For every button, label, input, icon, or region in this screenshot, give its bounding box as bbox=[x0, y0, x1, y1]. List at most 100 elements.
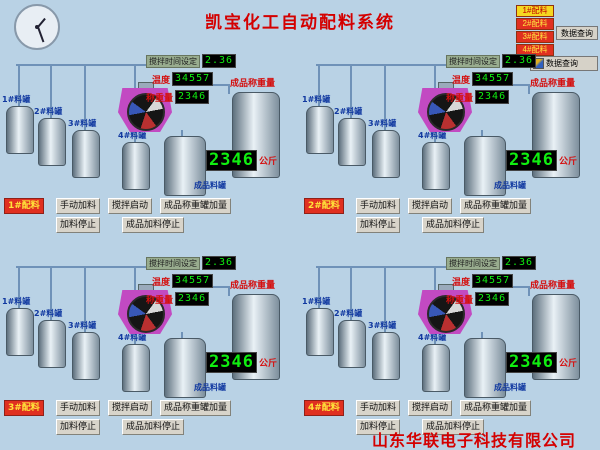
station-select-button[interactable]: 4#配料 bbox=[304, 400, 344, 416]
weight-value: 2346 bbox=[475, 90, 510, 104]
unit-label: 公斤 bbox=[558, 157, 577, 167]
nav-station-3-button[interactable]: 3#配料 bbox=[516, 31, 554, 43]
product-feed-stop-button[interactable]: 成品加料停止 bbox=[422, 217, 485, 233]
pipe bbox=[528, 84, 530, 94]
feed-tank-2 bbox=[338, 118, 366, 166]
weight-label: 称重量 bbox=[446, 93, 474, 104]
product-tank-add-button[interactable]: 成品称重罐加量 bbox=[160, 400, 232, 416]
pipe bbox=[84, 64, 86, 130]
temperature-label: 温度 bbox=[152, 277, 171, 288]
manual-feed-button[interactable]: 手动加料 bbox=[356, 198, 401, 214]
feed-tank-1 bbox=[306, 106, 334, 154]
mix-time-label: 搅拌时间设定 bbox=[146, 54, 200, 68]
pipe bbox=[16, 266, 150, 268]
product-tank-add-button[interactable]: 成品称重罐加量 bbox=[160, 198, 232, 214]
pipe bbox=[318, 64, 320, 106]
feed-stop-button[interactable]: 加料停止 bbox=[56, 217, 101, 233]
tank-label: 2#料罐 bbox=[34, 107, 63, 116]
product-weight-value: 2346 bbox=[206, 150, 257, 171]
feed-tank-4 bbox=[422, 142, 450, 190]
pipe bbox=[318, 266, 320, 308]
pipe bbox=[350, 64, 352, 118]
pipe bbox=[528, 286, 530, 296]
manual-feed-button[interactable]: 手动加料 bbox=[56, 400, 101, 416]
mix-time-display: 搅拌时间设定 2.36 bbox=[146, 54, 237, 68]
manual-feed-button[interactable]: 手动加料 bbox=[356, 400, 401, 416]
feed-tank-4 bbox=[422, 344, 450, 392]
product-tank-add-button[interactable]: 成品称重罐加量 bbox=[460, 198, 532, 214]
weight-display: 称重量 2346 bbox=[446, 90, 510, 104]
nav-station-2-button[interactable]: 2#配料 bbox=[516, 18, 554, 30]
data-query-icon-button[interactable]: 数据查询 bbox=[530, 56, 598, 71]
mixer-fan-icon bbox=[127, 295, 165, 333]
tank-label: 2#料罐 bbox=[34, 309, 63, 318]
manual-feed-button[interactable]: 手动加料 bbox=[56, 198, 101, 214]
tank-label: 成品料罐 bbox=[194, 383, 226, 392]
station-1-panel: 1#料罐 2#料罐 3#料罐 4#料罐 成品料罐 搅拌时间设定 2.36 温度 … bbox=[0, 30, 300, 233]
product-weight-display: 2346 公斤 bbox=[206, 150, 277, 171]
station-select-button[interactable]: 2#配料 bbox=[304, 198, 344, 214]
pipe bbox=[181, 332, 183, 340]
weight-display: 称重量 2346 bbox=[446, 292, 510, 306]
clock-center bbox=[35, 25, 39, 29]
mixer-fan-icon bbox=[427, 93, 465, 131]
mix-time-value: 2.36 bbox=[202, 256, 237, 270]
tank-label: 4#料罐 bbox=[418, 131, 447, 140]
weight-display: 称重量 2346 bbox=[146, 90, 210, 104]
station-select-button[interactable]: 3#配料 bbox=[4, 400, 44, 416]
tank-label: 1#料罐 bbox=[302, 95, 331, 104]
weigh-tank bbox=[164, 338, 206, 398]
pipe bbox=[84, 266, 86, 332]
clock-icon bbox=[14, 4, 60, 50]
product-weight-label: 成品称重量 bbox=[530, 79, 576, 89]
company-name: 山东华联电子科技有限公司 bbox=[372, 431, 577, 450]
product-feed-stop-button[interactable]: 成品加料停止 bbox=[422, 419, 485, 435]
temperature-label: 温度 bbox=[152, 75, 171, 86]
feed-stop-button[interactable]: 加料停止 bbox=[356, 419, 401, 435]
tank-label: 成品料罐 bbox=[494, 181, 526, 190]
pipe bbox=[50, 64, 52, 118]
mixer-start-button[interactable]: 搅拌启动 bbox=[108, 400, 153, 416]
mix-time-display: 搅拌时间设定 2.36 bbox=[446, 54, 537, 68]
product-tank-add-button[interactable]: 成品称重罐加量 bbox=[460, 400, 532, 416]
mixer-start-button[interactable]: 搅拌启动 bbox=[108, 198, 153, 214]
product-weight-value: 2346 bbox=[506, 150, 557, 171]
pipe bbox=[384, 64, 386, 130]
tank-label: 成品料罐 bbox=[194, 181, 226, 190]
pipe bbox=[50, 266, 52, 320]
mixer bbox=[118, 284, 172, 334]
feed-stop-button[interactable]: 加料停止 bbox=[356, 217, 401, 233]
product-weight-display: 2346 公斤 bbox=[506, 150, 577, 171]
weight-label: 称重量 bbox=[446, 295, 474, 306]
station-3-panel: 1#料罐 2#料罐 3#料罐 4#料罐 成品料罐 搅拌时间设定 2.36 温度 … bbox=[0, 232, 300, 435]
product-weight-display: 2346 公斤 bbox=[206, 352, 277, 373]
station-4-panel: 1#料罐 2#料罐 3#料罐 4#料罐 成品料罐 搅拌时间设定 2.36 温度 … bbox=[300, 232, 600, 435]
station-select-button[interactable]: 1#配料 bbox=[4, 198, 44, 214]
mixer-start-button[interactable]: 搅拌启动 bbox=[408, 198, 453, 214]
mixer-start-button[interactable]: 搅拌启动 bbox=[408, 400, 453, 416]
pipe bbox=[316, 266, 450, 268]
mixer-fan-icon bbox=[127, 93, 165, 131]
product-feed-stop-button[interactable]: 成品加料停止 bbox=[122, 217, 185, 233]
data-query-button[interactable]: 数据查询 bbox=[556, 26, 598, 40]
feed-tank-3 bbox=[72, 130, 100, 178]
temperature-value: 34557 bbox=[472, 274, 514, 288]
data-query-label: 数据查询 bbox=[546, 59, 578, 68]
feed-tank-2 bbox=[38, 118, 66, 166]
product-feed-stop-button[interactable]: 成品加料停止 bbox=[122, 419, 185, 435]
tank-label: 1#料罐 bbox=[2, 297, 31, 306]
weigh-tank bbox=[464, 136, 506, 196]
pipe bbox=[481, 332, 483, 340]
unit-label: 公斤 bbox=[258, 359, 277, 369]
tank-label: 2#料罐 bbox=[334, 309, 363, 318]
weight-display: 称重量 2346 bbox=[146, 292, 210, 306]
page-title: 凯宝化工自动配料系统 bbox=[205, 13, 395, 33]
feed-stop-button[interactable]: 加料停止 bbox=[56, 419, 101, 435]
feed-tank-2 bbox=[38, 320, 66, 368]
weigh-tank bbox=[464, 338, 506, 398]
weight-value: 2346 bbox=[175, 90, 210, 104]
temperature-value: 34557 bbox=[172, 72, 214, 86]
nav-station-1-button[interactable]: 1#配料 bbox=[516, 5, 554, 17]
pipe bbox=[316, 64, 450, 66]
